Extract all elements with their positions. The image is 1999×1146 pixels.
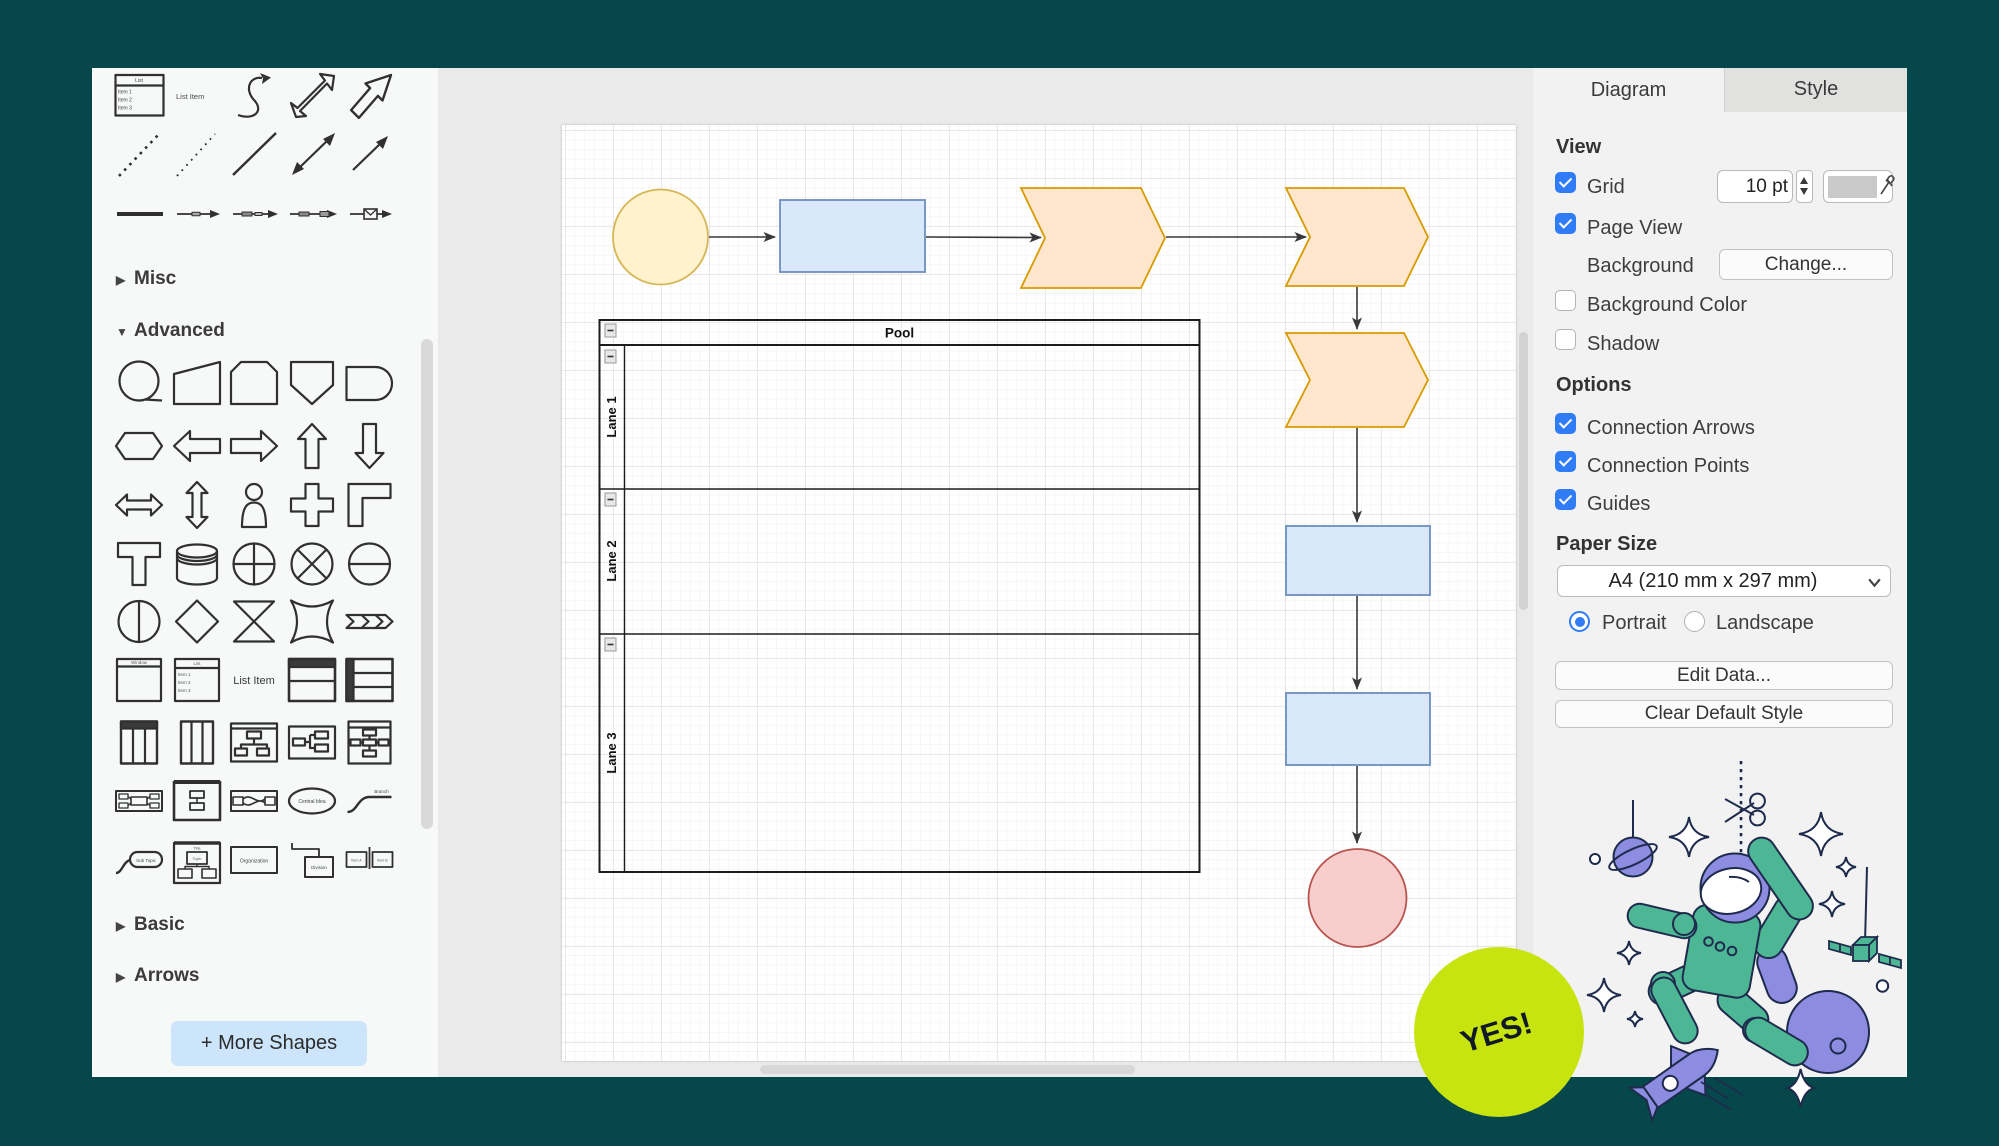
svg-text:Item 1: Item 1 bbox=[118, 90, 132, 96]
svg-text:Item 3: Item 3 bbox=[118, 106, 132, 112]
svg-text:Branch: Branch bbox=[374, 789, 389, 794]
svg-text:Item 2: Item 2 bbox=[118, 98, 132, 104]
svg-text:Lane 2: Lane 2 bbox=[604, 540, 619, 581]
svg-text:Central Idea: Central Idea bbox=[298, 799, 325, 805]
svg-text:Pool: Pool bbox=[885, 326, 914, 341]
svg-text:Sub Topic: Sub Topic bbox=[136, 858, 156, 863]
svg-text:Item B: Item B bbox=[377, 859, 388, 863]
svg-text:Title: Title bbox=[193, 846, 201, 851]
svg-text:Item 2: Item 2 bbox=[178, 680, 191, 685]
svg-text:Lane 3: Lane 3 bbox=[604, 732, 619, 773]
svg-text:Window: Window bbox=[131, 660, 148, 665]
svg-text:Item 3: Item 3 bbox=[178, 688, 191, 693]
svg-text:List: List bbox=[135, 78, 143, 84]
svg-text:List Item: List Item bbox=[176, 92, 204, 101]
svg-text:Lane 1: Lane 1 bbox=[604, 396, 619, 437]
svg-text:Item A: Item A bbox=[351, 859, 362, 863]
svg-text:Topic: Topic bbox=[193, 857, 202, 861]
svg-text:List Item: List Item bbox=[233, 675, 275, 687]
svg-text:Organization: Organization bbox=[240, 859, 269, 865]
svg-text:Division: Division bbox=[311, 865, 327, 870]
svg-text:List: List bbox=[193, 661, 201, 666]
svg-text:Item 1: Item 1 bbox=[178, 672, 191, 677]
